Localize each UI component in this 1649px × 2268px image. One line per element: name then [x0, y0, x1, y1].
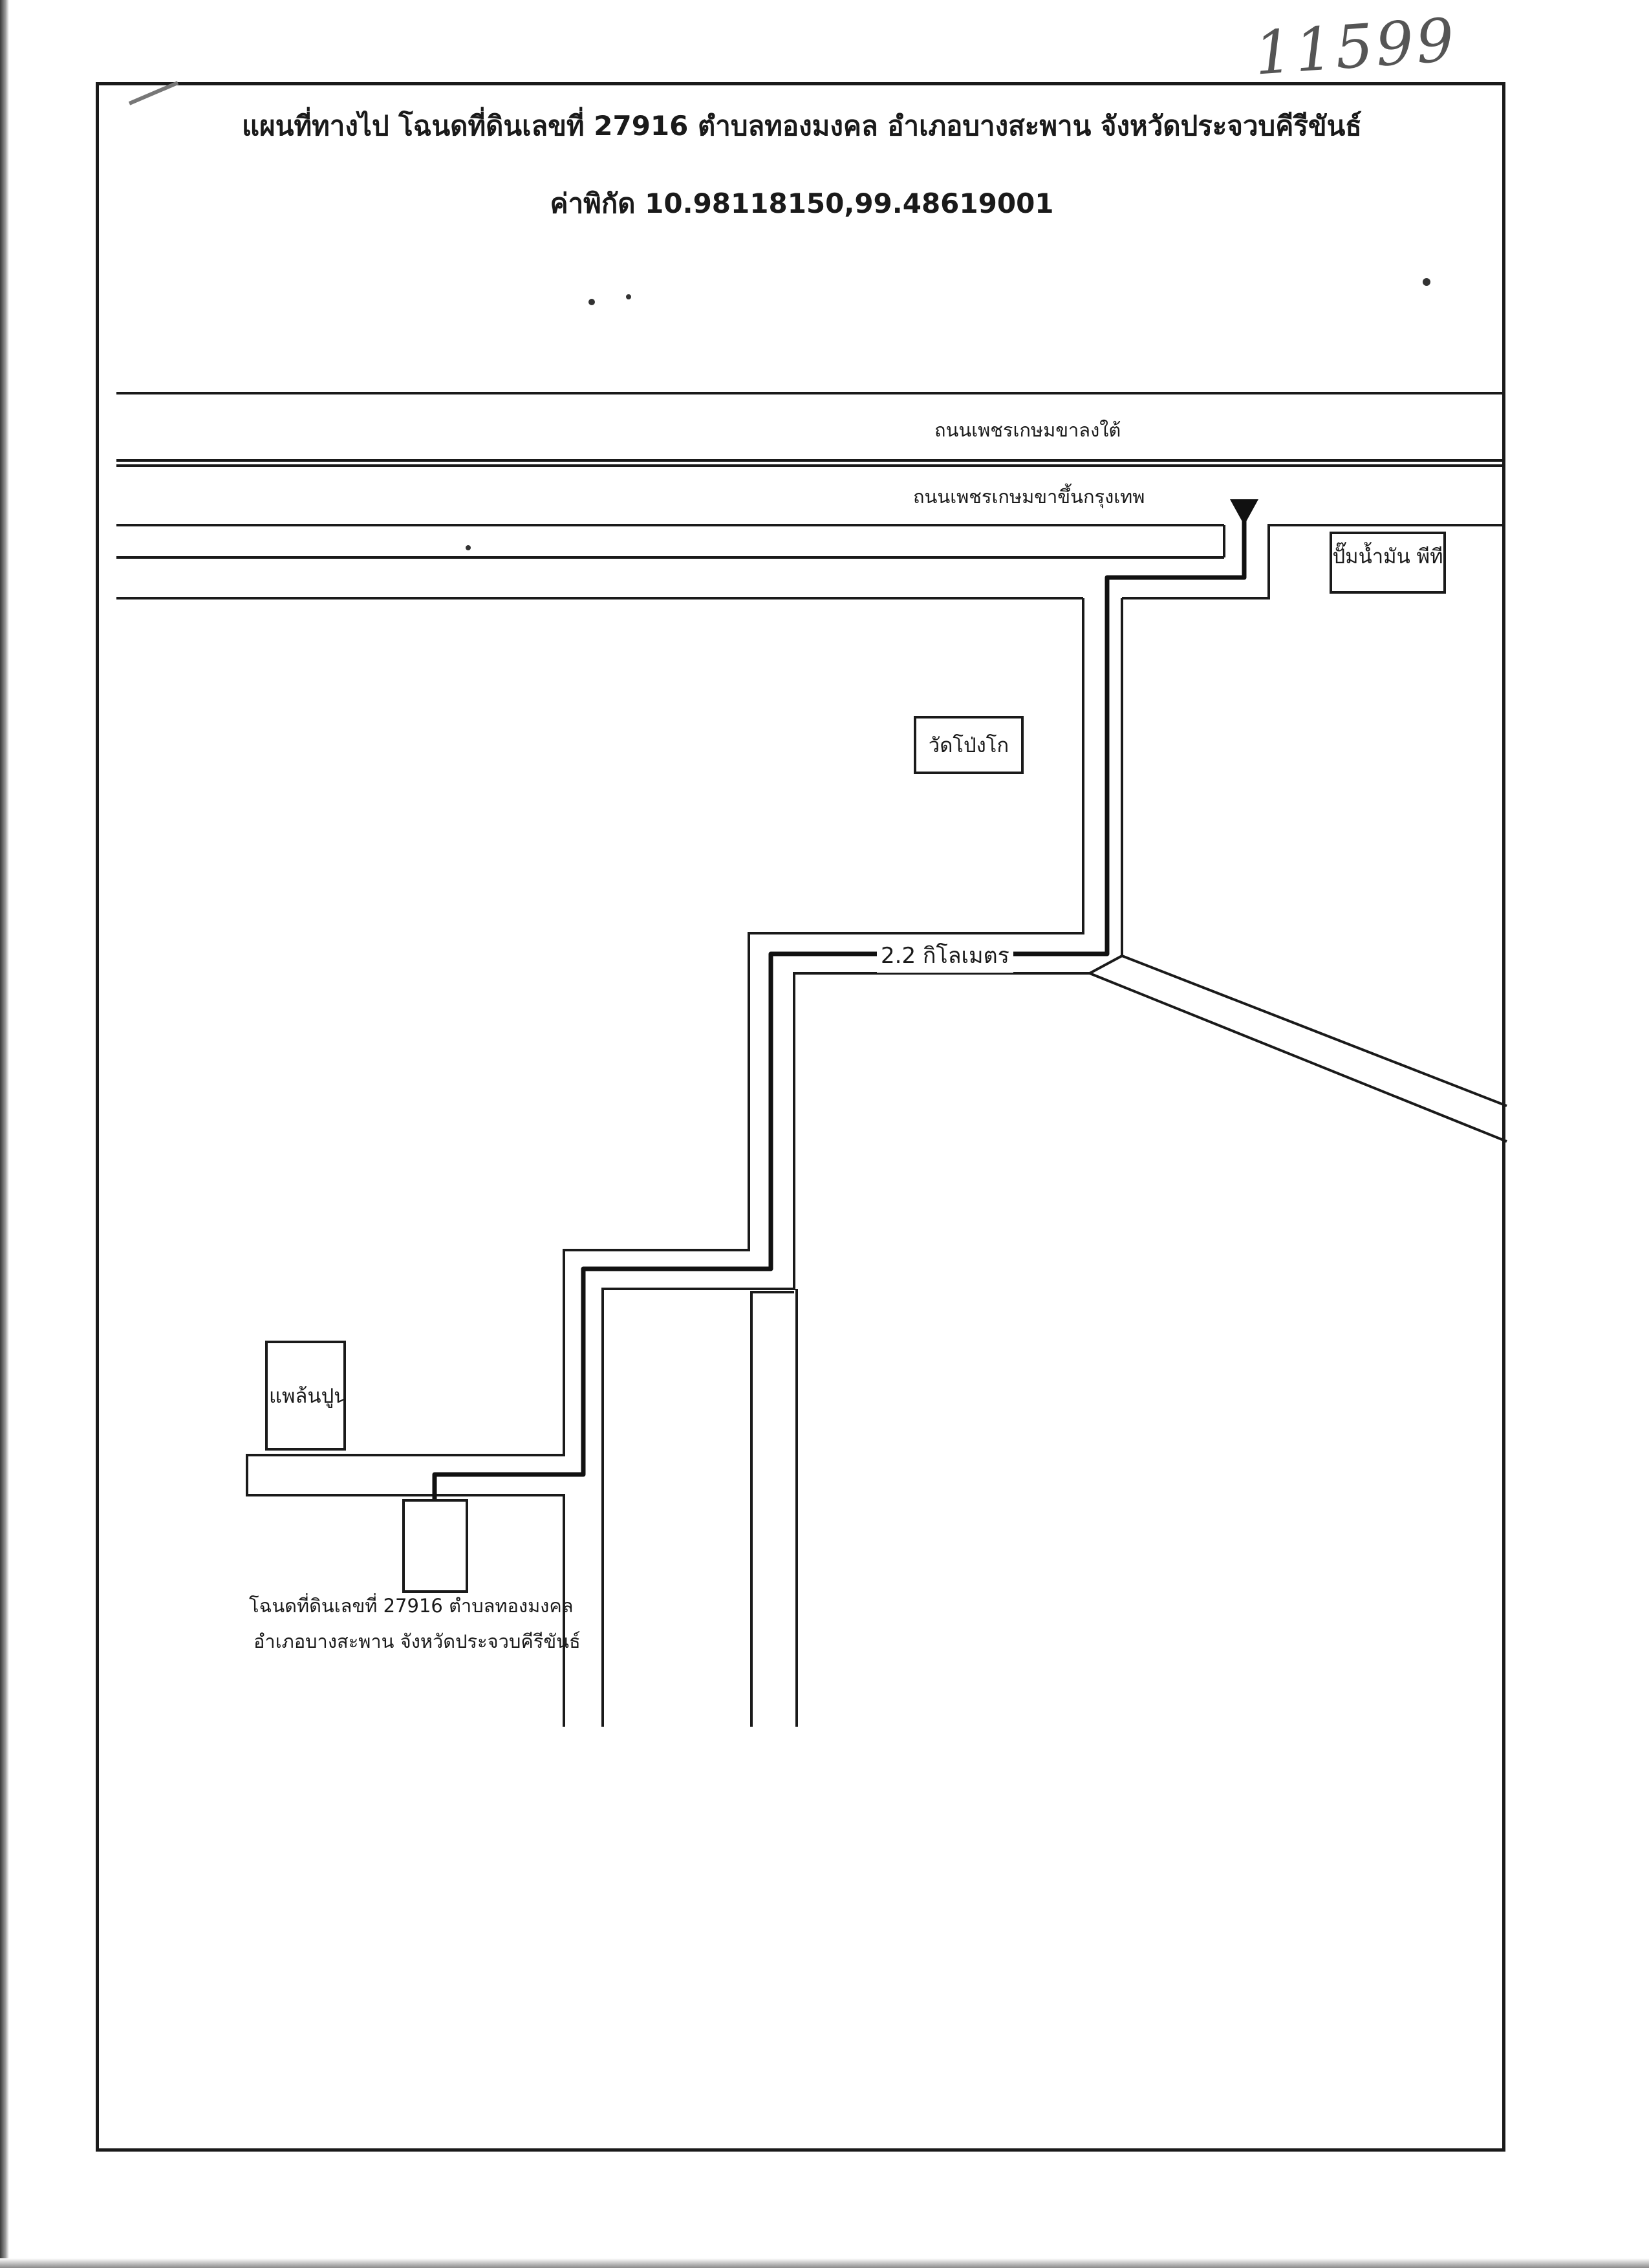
- parcel-caption-line1: โฉนดที่ดินเลขที่ 27916 ตำบลทองมงคล: [249, 1595, 574, 1617]
- parcel-box: [402, 1499, 468, 1593]
- start-arrow-icon: [1230, 499, 1258, 525]
- route-path: [432, 508, 1247, 1542]
- coordinates: ค่าพิกัด 10.98118150,99.48619001: [550, 188, 1054, 219]
- road-label-southbound: ถนนเพชรเกษมขาลงใต้: [934, 419, 1121, 441]
- soi-left-edge: [246, 598, 1084, 1727]
- landmark-temple: วัดโป่งโก: [914, 716, 1024, 774]
- gas-station-driveway: [1122, 524, 1505, 599]
- parcel-caption-line2: อำเภอบางสะพาน จังหวัดประจวบคีรีขันธ์: [253, 1630, 581, 1652]
- scan-speck: [1423, 278, 1430, 286]
- soi-right-edge: [601, 598, 1123, 1727]
- scan-edge-left: [0, 0, 9, 2268]
- pencil-mark: [128, 81, 179, 105]
- map-frame: [96, 82, 1505, 2152]
- scan-speck: [466, 545, 471, 550]
- landmark-cement-plant: แพล้นปูน: [265, 1341, 346, 1451]
- inner-road-edge: [750, 1291, 794, 1727]
- landmark-gas-station: ปั๊มน้ำมัน พีที: [1330, 532, 1446, 594]
- landmark-gas-station-label: ปั๊มน้ำมัน พีที: [1332, 545, 1443, 568]
- map-title: แผนที่ทางไป โฉนดที่ดินเลขที่ 27916 ตำบลท…: [242, 110, 1362, 142]
- scan-speck: [588, 299, 595, 305]
- scan-speck: [626, 294, 631, 299]
- diagonal-road-a: [1121, 955, 1507, 1107]
- road-label-northbound: ถนนเพชรเกษมขาขึ้นกรุงเทพ: [913, 486, 1145, 508]
- landmark-temple-label: วัดโป่งโก: [928, 734, 1009, 757]
- distance-label: 2.2 กิโลเมตร: [877, 938, 1013, 973]
- scan-edge-bottom: [0, 2258, 1649, 2268]
- diagonal-road-b: [1089, 972, 1507, 1143]
- landmark-cement-plant-label: แพล้นปูน: [269, 1385, 346, 1408]
